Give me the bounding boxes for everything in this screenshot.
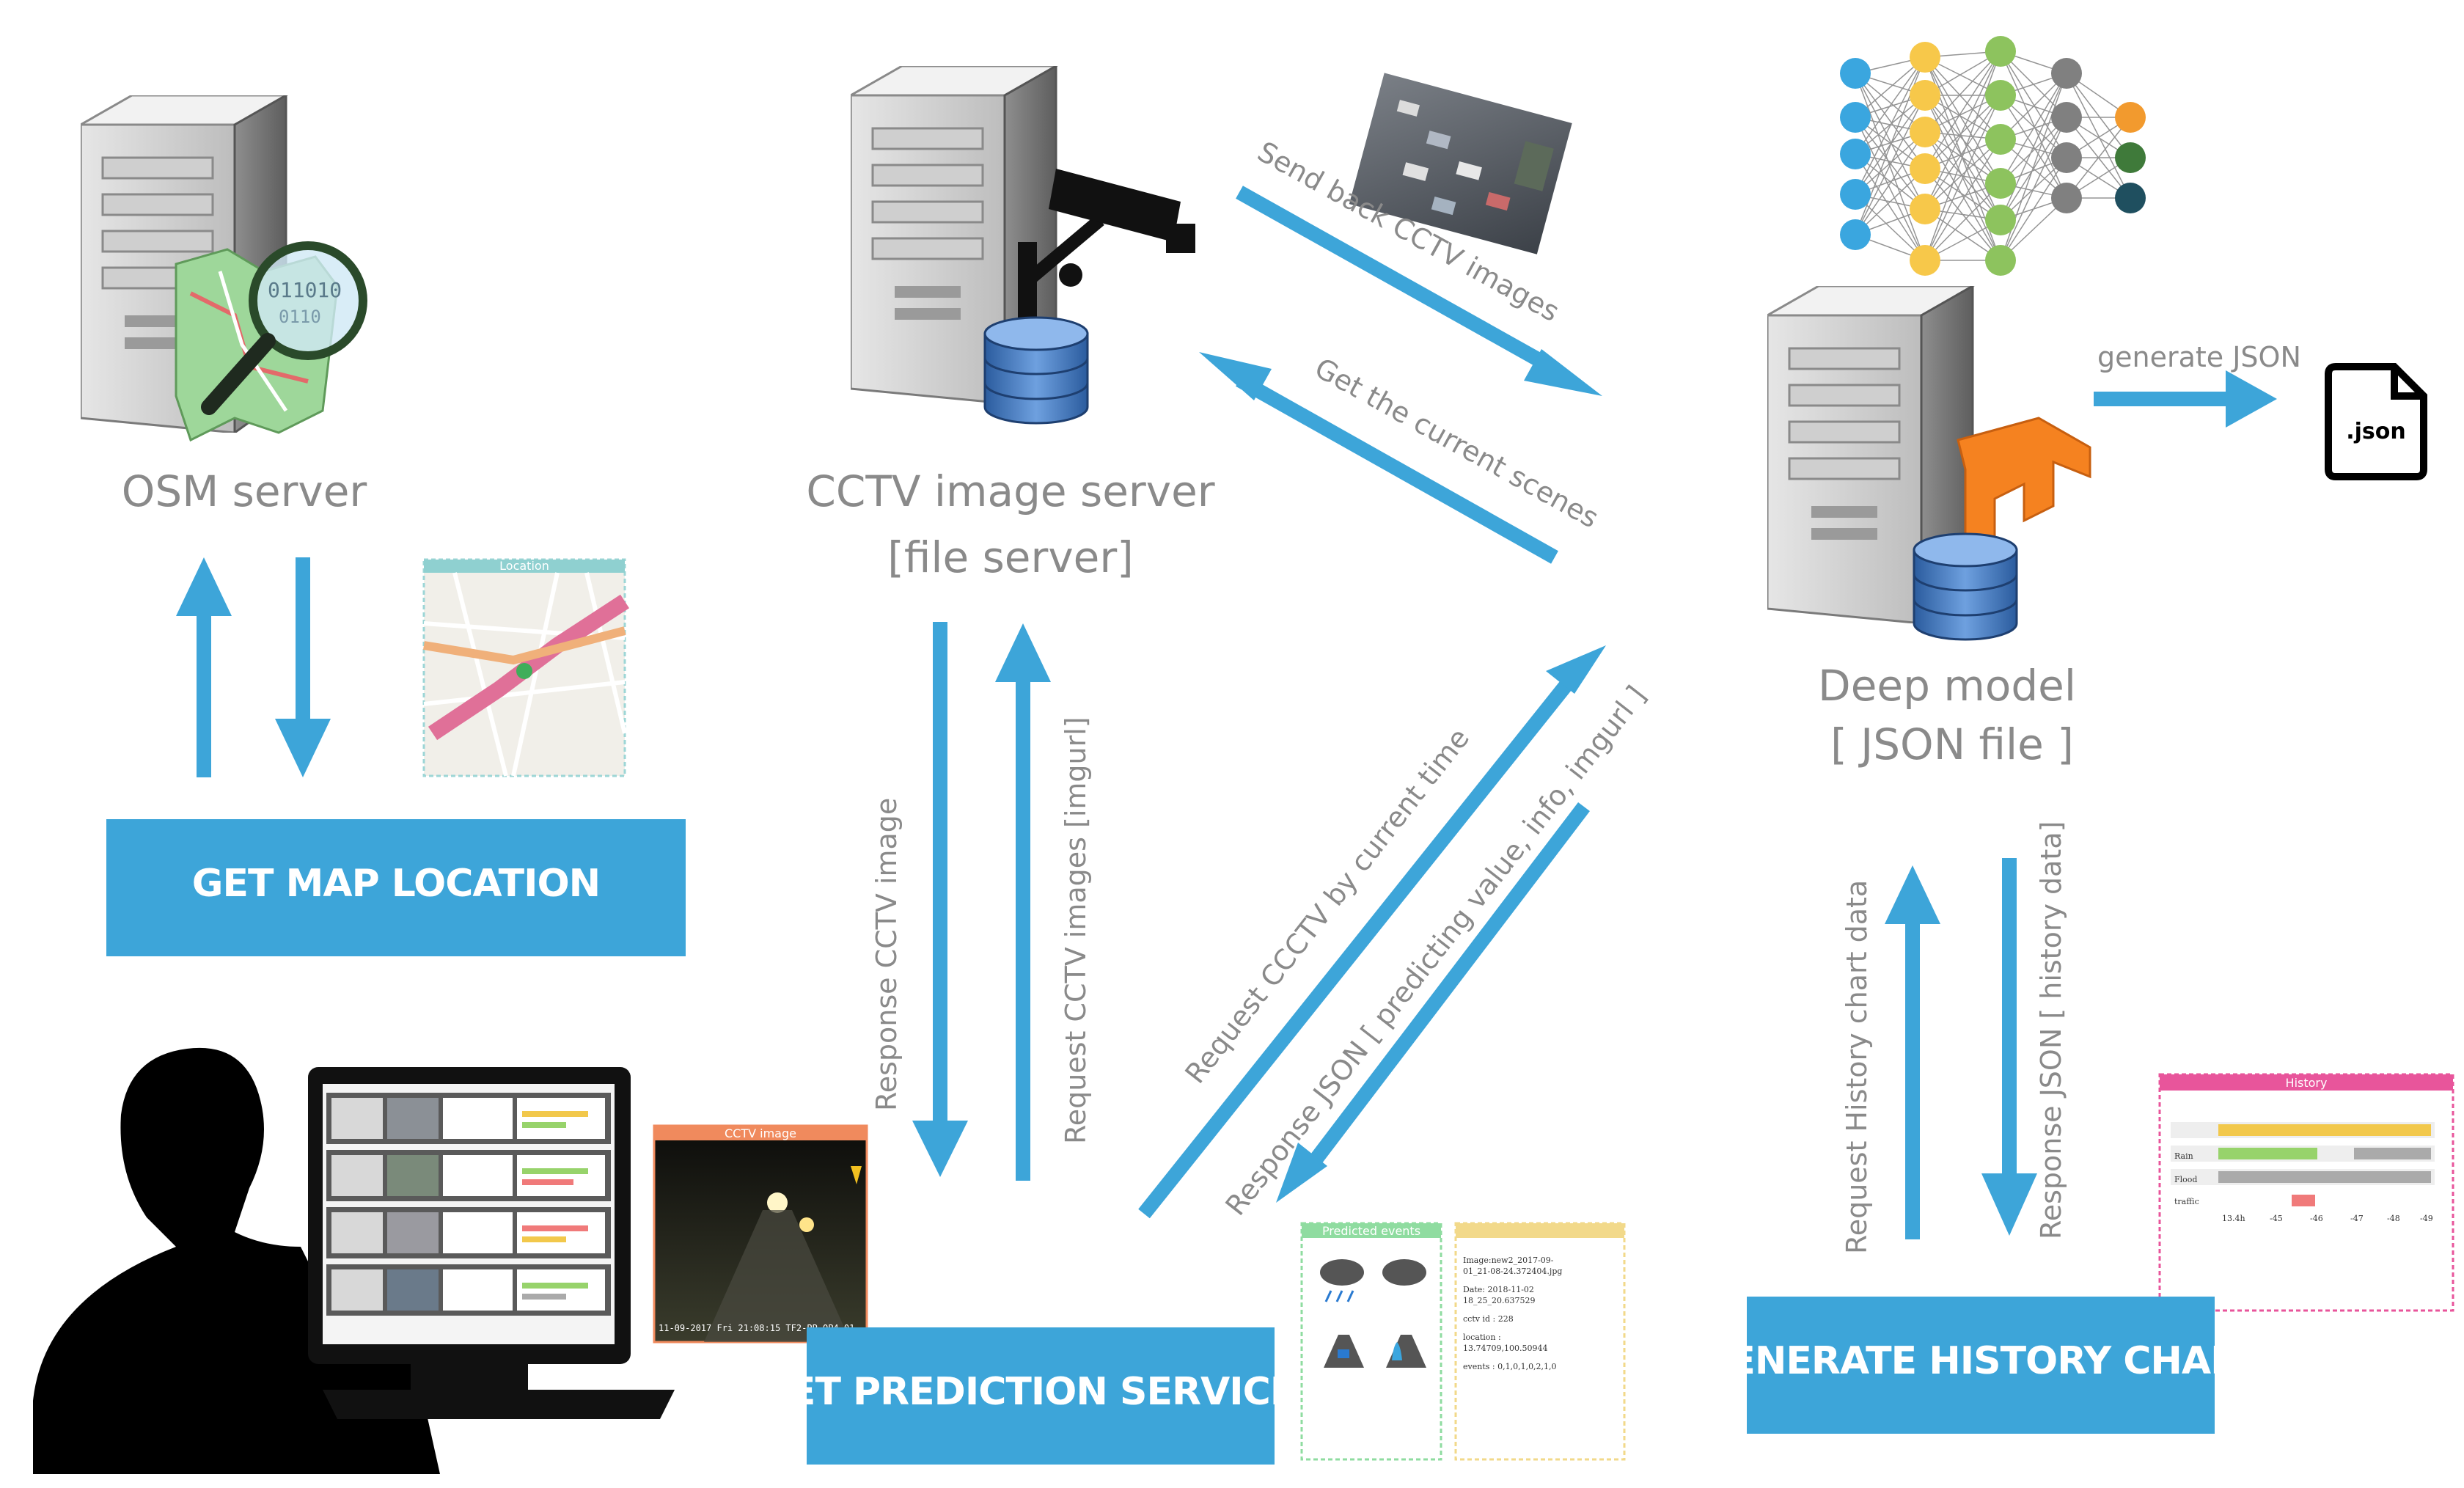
info-line: 18_25_20.637529 (1463, 1296, 1535, 1305)
info-line: 13.74709,100.50944 (1463, 1344, 1547, 1353)
location-thumbnail-title: Location (499, 559, 549, 573)
generate-history-chart-button[interactable]: GENERATE HISTORY CHART (1699, 1297, 2265, 1434)
deep-model-label: Deep model (1818, 661, 2076, 711)
request-history-label: Request History chart data (1841, 880, 1873, 1254)
info-line: Image:new2_2017-09- (1463, 1256, 1554, 1265)
info-line: events : 0,1,0,1,0,2,1,0 (1463, 1362, 1557, 1371)
history-row-rain: Rain (2174, 1151, 2193, 1161)
cctv-overlay-text: 11-09-2017 Fri 21:08:15 TF2-PP-OP4-01 (659, 1323, 854, 1333)
info-line: 01_21-08-24.372404.jpg (1463, 1267, 1562, 1276)
predicted-events-card: Predicted events (1300, 1222, 1442, 1461)
info-line: Date: 2018-11-02 (1463, 1285, 1534, 1294)
neural-network-icon (1840, 36, 2146, 276)
info-line: cctv id : 228 (1463, 1314, 1514, 1324)
user-silhouette-icon (33, 1047, 440, 1474)
info-line: location : (1463, 1333, 1501, 1342)
json-file-label: .json (2346, 419, 2406, 444)
history-row-traffic: traffic (2174, 1197, 2199, 1206)
response-cctv-arrow (912, 622, 968, 1177)
history-chart-thumbnail: History Rain Flood traffic 13.4h -45 -46… (2158, 1073, 2454, 1312)
response-history-label: Response JSON [ history data] (2035, 821, 2067, 1239)
response-json-arrow (1276, 802, 1590, 1203)
history-tick: 13.4h (2222, 1214, 2245, 1223)
history-tick: -46 (2310, 1214, 2323, 1223)
get-map-location-label: GET MAP LOCATION (192, 862, 600, 906)
flood-icon (1386, 1335, 1426, 1368)
request-cctv-label: Request CCTV images [imgurl] (1060, 716, 1092, 1144)
history-tick: -48 (2387, 1214, 2400, 1223)
get-prediction-services-label: GET PREDICTION SERVICES (759, 1370, 1322, 1414)
get-map-location-button[interactable]: GET MAP LOCATION (106, 819, 686, 956)
dashboard-screenshot (326, 1093, 611, 1316)
rain-cloud-icon (1320, 1259, 1364, 1302)
history-tick: -49 (2420, 1214, 2433, 1223)
road-car-icon (1324, 1335, 1364, 1368)
send-back-arrow (1236, 186, 1602, 396)
cctv-database-icon (983, 316, 1089, 425)
json-file-icon: .json (2325, 363, 2427, 480)
predicted-events-title: Predicted events (1322, 1224, 1420, 1238)
history-tick: -45 (2270, 1214, 2283, 1223)
history-tick: -47 (2350, 1214, 2364, 1223)
cloud-icon (1382, 1259, 1426, 1286)
generate-history-chart-label: GENERATE HISTORY CHART (1699, 1339, 2264, 1383)
deep-model-database-icon (1913, 532, 2018, 641)
traffic-photo (1349, 73, 1572, 254)
cctv-server-label: CCTV image server (806, 466, 1214, 516)
map-magnifier-icon: 011010 0110 (175, 241, 367, 442)
location-map-thumbnail: Location (422, 558, 630, 777)
svg-text:011010: 011010 (268, 278, 342, 302)
request-cctv-arrow (995, 623, 1051, 1181)
generate-json-label: generate JSON (2097, 341, 2301, 373)
generate-json-arrow (2094, 370, 2277, 428)
history-row-flood: Flood (2174, 1175, 2197, 1184)
osm-response-arrow (275, 557, 331, 777)
history-thumbnail-title: History (2286, 1076, 2328, 1090)
request-ccctv-time-label: Request CCCTV by current time (1178, 722, 1475, 1090)
request-ccctv-time-arrow (1138, 645, 1606, 1219)
get-prediction-services-button[interactable]: GET PREDICTION SERVICES (759, 1327, 1323, 1465)
cctv-thumbnail-title: CCTV image (725, 1126, 796, 1140)
event-info-card: Image:new2_2017-09- 01_21-08-24.372404.j… (1454, 1222, 1626, 1461)
deep-model-sublabel: [ JSON file ] (1830, 719, 2074, 769)
request-history-arrow (1885, 865, 1940, 1239)
cctv-image-thumbnail: CCTV image 11-09-2017 Fri 21:08:15 TF2-P… (653, 1124, 868, 1344)
get-scenes-arrow (1199, 352, 1558, 564)
security-camera-icon (1018, 169, 1195, 330)
cctv-server-sublabel: [file server] (887, 532, 1134, 582)
svg-text:0110: 0110 (279, 307, 321, 327)
osm-server-label: OSM server (122, 466, 367, 516)
osm-request-arrow (176, 557, 232, 777)
response-history-arrow (1981, 858, 2037, 1236)
response-cctv-label: Response CCTV image (870, 798, 903, 1111)
